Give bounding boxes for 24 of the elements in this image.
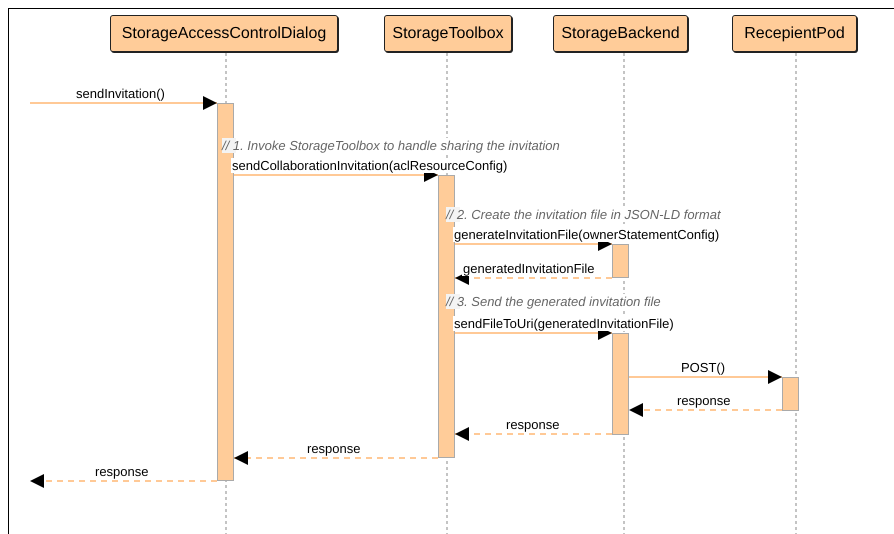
activation-bar	[782, 377, 799, 411]
activation-bar	[612, 333, 629, 435]
message-label: POST()	[680, 360, 726, 375]
message-label: sendFileToUri(generatedInvitationFile)	[453, 316, 675, 331]
participant-box: StorageAccessControlDialog	[110, 15, 338, 52]
message-arrow	[629, 403, 782, 417]
comment-note: // 1. Invoke StorageToolbox to handle sharing the invitation	[222, 138, 560, 153]
message-arrow	[30, 474, 217, 488]
activation-bar	[612, 244, 629, 278]
message-label: sendInvitation()	[75, 86, 166, 101]
comment-note: // 2. Create the invitation file in JSON-LD format	[446, 207, 721, 222]
activation-bar	[217, 103, 234, 481]
activation-bar	[438, 175, 455, 458]
message-label: generateInvitationFile(ownerStatementConfig)	[453, 227, 720, 242]
participant-box: StorageToolbox	[384, 15, 512, 52]
participant-box: RecepientPod	[732, 15, 857, 52]
message-arrow	[30, 96, 217, 110]
message-label: generatedInvitationFile	[462, 261, 596, 276]
message-arrow	[629, 370, 782, 384]
message-arrow	[234, 451, 438, 465]
message-label: sendCollaborationInvitation(aclResourceConfig)	[231, 158, 508, 173]
comment-note: // 3. Send the generated invitation file	[446, 294, 661, 309]
participant-box: StorageBackend	[553, 15, 688, 52]
message-arrow	[455, 427, 612, 441]
